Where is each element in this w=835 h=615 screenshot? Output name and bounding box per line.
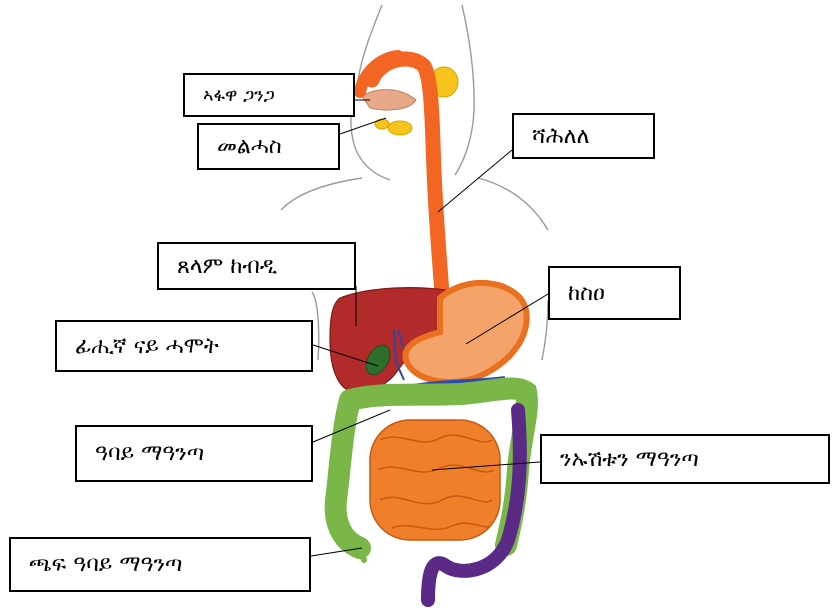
small-intestine-shape [370, 420, 500, 540]
label-small-intestine: ንኡሽቱን ማዓንጣ [540, 434, 830, 484]
tongue-shape [362, 90, 416, 110]
label-gallbladder: ፊሒኛ ናይ ሓሞት [55, 320, 313, 372]
label-rectum: ጫፍ ዓባይ ማዓንጣ [9, 537, 311, 592]
label-large-intestine: ዓባይ ማዓንጣ [75, 425, 313, 482]
label-mouth: ኣፋዋ ጋንጋ [183, 73, 355, 117]
label-esophagus: ሻሕለለ [512, 113, 655, 159]
label-liver: ጸላም ከብዲ [157, 242, 356, 290]
label-stomach: ከስዐ [548, 266, 681, 320]
label-tongue: መልሓስ [197, 123, 340, 170]
